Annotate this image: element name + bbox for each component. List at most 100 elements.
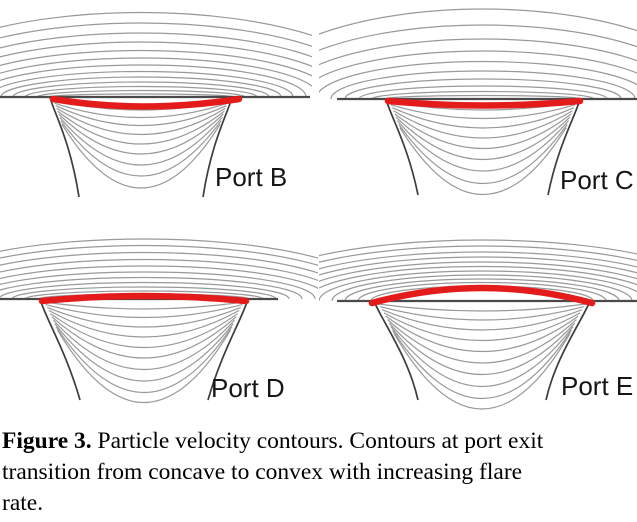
velocity-contour-line [0, 281, 290, 300]
panel-label-port-b: Port B [215, 162, 288, 192]
velocity-contour-line [12, 81, 270, 98]
velocity-contour-line [399, 127, 567, 195]
velocity-contour-line [0, 32, 312, 58]
velocity-contour-line [45, 303, 243, 319]
velocity-contour-line [357, 281, 607, 302]
figure-caption: Figure 3. Particle velocity contours. Co… [2, 426, 635, 519]
exit-velocity-contour-red [38, 292, 250, 305]
panel-label-port-d: Port D [211, 373, 285, 403]
velocity-contour-line [0, 57, 312, 87]
velocity-contour-line [319, 245, 637, 263]
velocity-contour-line [378, 303, 586, 312]
velocity-contour-line [392, 329, 572, 399]
port-wall-left [385, 98, 419, 196]
velocity-contour-line [0, 271, 316, 300]
velocity-contour-line [0, 70, 294, 98]
caption-line-1: Figure 3. Particle velocity contours. Co… [2, 428, 544, 454]
velocity-contour-line [387, 319, 577, 364]
velocity-contour-line [0, 11, 312, 37]
panel-label-port-c: Port C [560, 165, 634, 195]
velocity-contour-line [344, 78, 622, 100]
velocity-contour-line [319, 239, 637, 257]
velocity-contour-line [60, 120, 222, 177]
velocity-contour-line [43, 301, 245, 310]
velocity-contour-line [395, 116, 571, 160]
velocity-contour-line [319, 261, 637, 282]
contour-plot-port-d [0, 238, 318, 403]
panel-label-port-e: Port E [561, 371, 634, 401]
velocity-contour-line [0, 76, 282, 98]
velocity-contour-line [319, 8, 637, 35]
velocity-contour-line [393, 110, 573, 139]
velocity-contour-line [58, 113, 224, 155]
velocity-contour-line [61, 123, 221, 189]
velocity-contour-line [319, 38, 637, 66]
velocity-contour-line [0, 265, 318, 289]
velocity-contour-line [319, 256, 637, 276]
velocity-contour-line [330, 70, 636, 100]
velocity-contour-line [385, 315, 579, 352]
velocity-contour-line [24, 290, 264, 300]
velocity-contour-line [0, 258, 318, 282]
contour-plot-port-c [319, 8, 637, 196]
velocity-contour-line [319, 60, 637, 93]
velocity-contour-line [50, 313, 238, 348]
port-wall-right [547, 98, 581, 196]
port-wall-left [373, 300, 419, 401]
exit-velocity-contour-red [49, 95, 243, 110]
velocity-contour-line [383, 94, 583, 100]
velocity-contour-line [0, 49, 312, 77]
caption-line-2: transition from concave to convex with i… [2, 459, 523, 485]
velocity-contour-line [390, 326, 574, 387]
velocity-contour-line [392, 107, 574, 129]
velocity-contour-line [0, 22, 312, 47]
velocity-contour-line [48, 309, 240, 338]
velocity-contour-line [319, 270, 637, 302]
port-wall-right [545, 300, 591, 401]
velocity-contour-line [388, 322, 576, 376]
exit-velocity-contour-red [384, 97, 584, 109]
velocity-contour-line [57, 110, 225, 145]
velocity-contour-line [398, 124, 568, 185]
velocity-contour-line [59, 117, 223, 166]
velocity-contour-line [51, 316, 237, 359]
velocity-contour-line [0, 41, 312, 68]
velocity-contour-line [394, 113, 572, 149]
velocity-contour-line [390, 104, 576, 120]
velocity-contour-line [319, 24, 637, 51]
port-wall-left [39, 298, 81, 401]
velocity-contour-line [319, 265, 637, 289]
velocity-contour-line [319, 251, 637, 270]
port-wall-left [49, 96, 80, 198]
velocity-contour-line [52, 319, 236, 371]
velocity-contour-line [46, 306, 242, 328]
velocity-contour-line [0, 238, 318, 259]
velocity-contour-line [56, 107, 226, 136]
velocity-contour-line [380, 306, 584, 321]
velocity-contour-line [0, 276, 303, 300]
velocity-contour-line [383, 312, 581, 341]
port-wall-right [207, 298, 249, 401]
velocity-contour-line [0, 64, 307, 98]
velocity-contour-line [55, 105, 227, 127]
velocity-contour-line [0, 251, 318, 274]
velocity-contour-line [56, 329, 232, 403]
velocity-contour-line [331, 274, 633, 302]
velocity-contour-line [36, 89, 246, 98]
velocity-contour-line [55, 326, 233, 393]
velocity-contour-line [381, 309, 583, 331]
velocity-contour-line [11, 286, 277, 300]
contour-plot-port-e [319, 239, 637, 410]
velocity-contour-line [0, 244, 318, 266]
velocity-contour-line [371, 90, 595, 100]
velocity-contour-line [54, 102, 228, 119]
velocity-contour-line [24, 85, 258, 98]
velocity-contour-line [47, 93, 235, 98]
velocity-contour-line [393, 333, 571, 410]
velocity-contour-line [344, 278, 620, 302]
velocity-contour-line [396, 120, 570, 172]
velocity-contour-line [54, 323, 234, 382]
caption-line-3: rate. [2, 490, 44, 516]
velocity-contour-line [319, 50, 637, 79]
